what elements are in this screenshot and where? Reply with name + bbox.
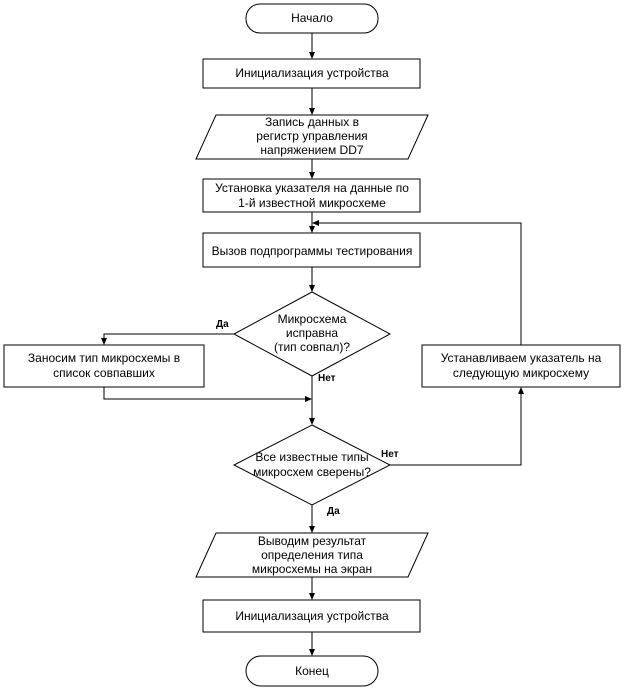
- write-data-io: Запись данных в регистр управления напря…: [195, 114, 429, 160]
- arrowhead: [309, 226, 315, 233]
- init-process-1: Инициализация устройства: [202, 58, 421, 89]
- end-label: Конец: [295, 664, 329, 678]
- arrowhead: [309, 52, 315, 59]
- arrowhead: [518, 387, 524, 394]
- add-to-list-line-1: Заносим тип микросхемы в: [28, 351, 180, 365]
- init-process-2: Инициализация устройства: [202, 599, 421, 633]
- add-to-list-line-2: список совпавших: [53, 366, 155, 380]
- all-no-label: Нет: [381, 449, 399, 460]
- add-to-list-process: Заносим тип микросхемы в список совпавши…: [3, 344, 205, 388]
- set-pointer-line-1: Установка указателя на данные по: [215, 181, 409, 195]
- next-pointer-line-2: следующую микросхему: [453, 366, 589, 380]
- check-no-label: Нет: [318, 373, 336, 384]
- output-result-line-3: микросхемы на экран: [252, 562, 372, 576]
- arrowhead: [309, 285, 315, 292]
- arrowhead: [309, 649, 315, 656]
- output-result-line-1: Выводим результат: [258, 534, 367, 548]
- arrowhead: [309, 593, 315, 600]
- check-chip-line-1: Микросхема: [278, 312, 347, 326]
- check-yes-label: Да: [216, 319, 229, 330]
- arrowhead: [309, 108, 315, 115]
- arrowhead: [312, 220, 319, 226]
- all-checked-line-1: Все известные типы: [255, 450, 368, 464]
- check-chip-line-2: исправна: [286, 326, 339, 340]
- call-test-label: Вызов подпрограммы тестирования: [212, 244, 413, 258]
- arrowhead: [305, 396, 312, 402]
- call-test-process: Вызов подпрограммы тестирования: [202, 232, 421, 268]
- check-chip-decision: Микросхема исправна (тип совпал)?: [232, 291, 392, 377]
- next-pointer-process: Устанавливаем указатель на следующую мик…: [421, 344, 621, 388]
- write-data-line-1: Запись данных в: [265, 115, 359, 129]
- write-data-line-3: напряжением DD7: [260, 143, 363, 157]
- output-result-line-2: определения типа: [261, 548, 363, 562]
- write-data-line-2: регистр управления: [256, 129, 367, 143]
- init-process-1-label: Инициализация устройства: [235, 66, 389, 80]
- connector-all-no: [390, 391, 522, 466]
- arrowhead: [309, 418, 315, 425]
- all-yes-label: Да: [327, 506, 340, 517]
- next-pointer-line-1: Устанавливаем указатель на: [441, 351, 602, 365]
- all-checked-line-2: микросхем сверены?: [253, 465, 371, 479]
- check-chip-line-3: (тип совпал)?: [274, 340, 350, 354]
- connector-list-merge: [103, 387, 308, 400]
- init-process-2-label: Инициализация устройства: [235, 609, 389, 623]
- arrowhead: [101, 338, 107, 345]
- connector-check-yes: [103, 333, 234, 341]
- set-pointer-line-2: 1-й известной микросхеме: [238, 196, 386, 210]
- arrowhead: [309, 526, 315, 533]
- end-terminal: Конец: [245, 655, 379, 687]
- connector-loop-back: [316, 222, 522, 345]
- set-pointer-process: Установка указателя на данные по 1-й изв…: [202, 178, 421, 213]
- all-checked-decision: Все известные типы микросхем сверены?: [232, 424, 392, 506]
- arrowhead: [309, 172, 315, 179]
- connectors: [101, 33, 524, 656]
- output-result-io: Выводим результат определения типа микро…: [195, 532, 429, 578]
- start-terminal: Начало: [245, 3, 379, 34]
- start-label: Начало: [291, 11, 333, 25]
